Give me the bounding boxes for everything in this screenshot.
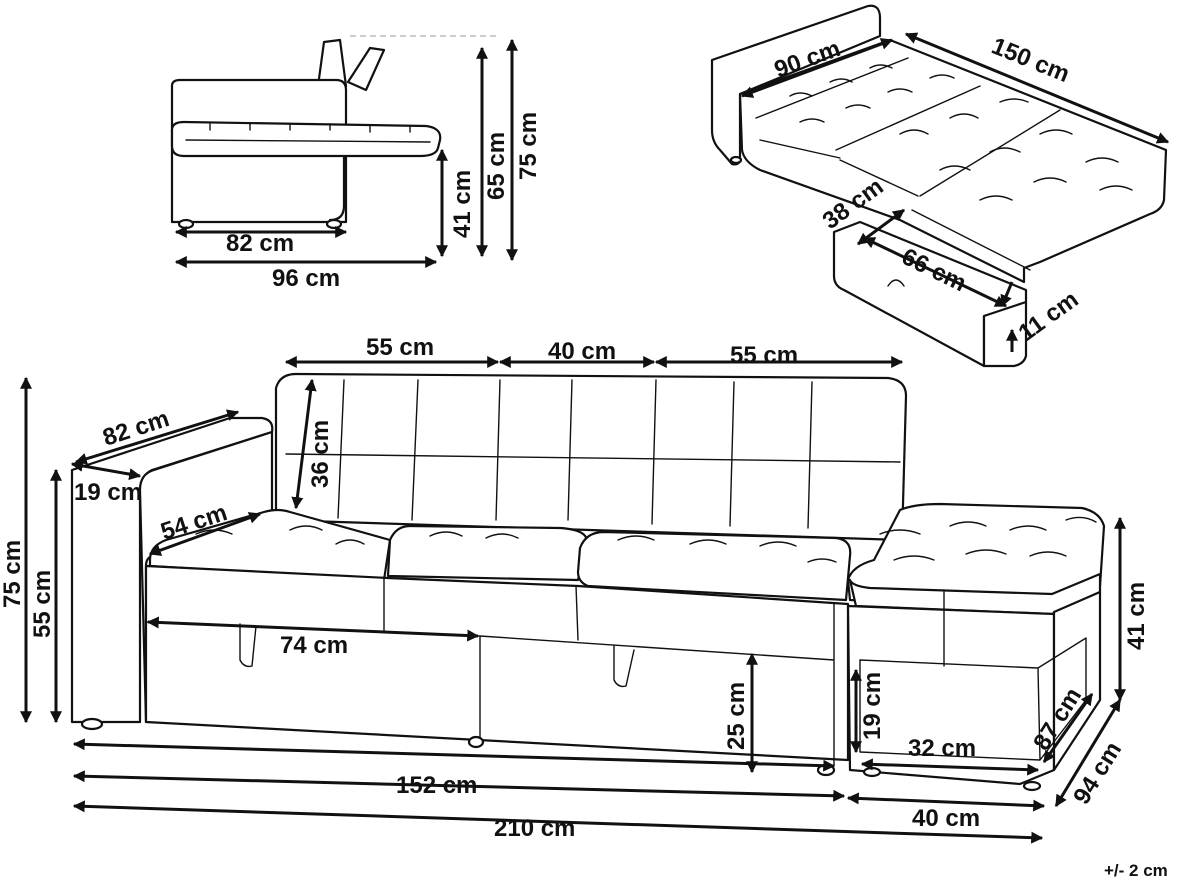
right-seat-width-label: 55 cm <box>730 342 798 369</box>
armrest-width-label: 19 cm <box>74 479 142 506</box>
bed-length-label: 150 cm <box>988 33 1074 89</box>
sofa-front-view-drawing <box>70 372 1106 792</box>
left-seat-width-label: 55 cm <box>366 334 434 361</box>
ottoman-width-label: 40 cm <box>912 805 980 832</box>
side-total-depth-label: 96 cm <box>272 265 340 292</box>
storage-width-label: 74 cm <box>280 632 348 659</box>
backrest-height-label: 36 cm <box>307 420 334 488</box>
sofa-width-label: 152 cm <box>396 772 477 799</box>
side-seat-depth-label: 82 cm <box>226 230 294 257</box>
ottoman-height-label: 41 cm <box>1123 582 1150 650</box>
tolerance-note: +/- 2 cm <box>1104 861 1168 880</box>
storage-height-label: 25 cm <box>723 682 750 750</box>
dimension-lines <box>20 32 1170 844</box>
side-seat-height-label: 41 cm <box>449 170 476 238</box>
total-height-label: 75 cm <box>0 540 26 608</box>
ottoman-inner-width-label: 32 cm <box>908 735 976 762</box>
side-total-height-label: 75 cm <box>515 112 542 180</box>
side-view-drawing <box>170 35 500 230</box>
ottoman-inner-height-label: 19 cm <box>859 672 886 740</box>
total-width-label: 210 cm <box>494 815 575 842</box>
middle-seat-width-label: 40 cm <box>548 338 616 365</box>
armrest-height-label: 55 cm <box>29 570 56 638</box>
side-back-height-label: 65 cm <box>483 132 510 200</box>
